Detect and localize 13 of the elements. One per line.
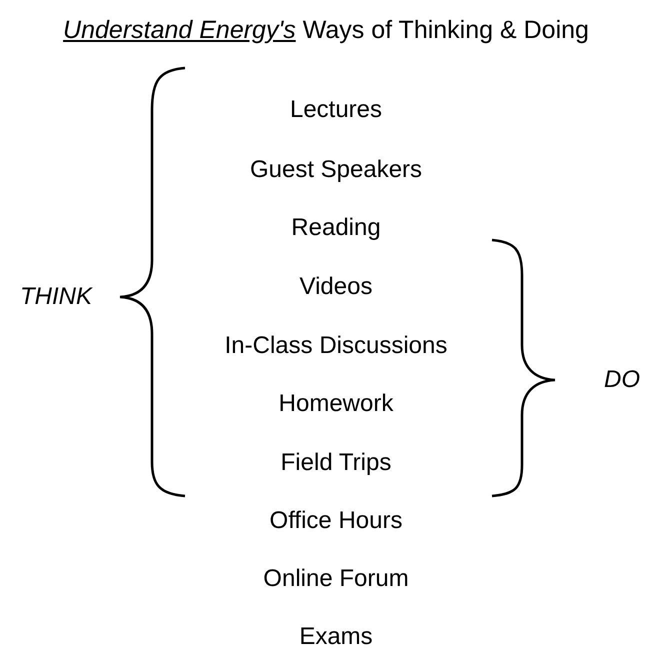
label-text: Office Hours	[270, 509, 402, 533]
label-text: Guest Speakers	[250, 158, 422, 182]
title: Understand Energy's Ways of Thinking & Doing	[63, 15, 589, 46]
label-text: THINK	[20, 285, 92, 309]
label-text: Videos	[300, 275, 372, 299]
label-text: Exams	[299, 625, 373, 649]
label-text: Field Trips	[280, 451, 392, 475]
label-text: Homework	[278, 392, 394, 416]
label-text: Online Forum	[263, 567, 409, 591]
label-text: In-Class Discussions	[224, 334, 448, 358]
label-text: Reading	[291, 216, 381, 240]
label-text: DO	[604, 368, 640, 392]
label-text: Lectures	[290, 98, 382, 122]
